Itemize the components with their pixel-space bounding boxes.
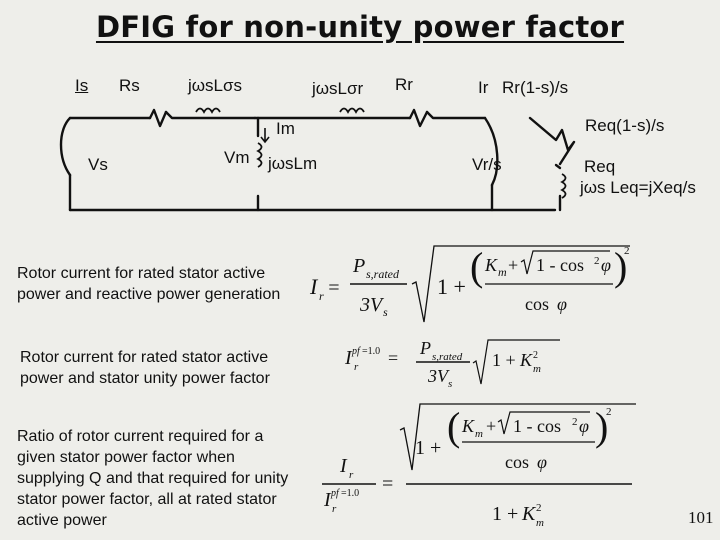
equivalent-reactance-label: jωs Leq=jXeq/s (580, 178, 696, 197)
svg-text:1 +: 1 + (437, 274, 466, 299)
equivalent-inductor (560, 173, 567, 199)
svg-text:r: r (349, 469, 354, 481)
rotor-source-arc (483, 116, 499, 187)
rotor-voltage-label: Vr/s (472, 155, 502, 174)
svg-text:φ: φ (557, 294, 567, 314)
svg-text:s: s (383, 305, 388, 319)
svg-text:K: K (461, 416, 475, 436)
magnetizing-voltage-label: Vm (224, 148, 250, 167)
slide-title: DFIG for non-unity power factor (95, 10, 625, 44)
svg-text:): ) (595, 404, 608, 449)
svg-text:2: 2 (624, 245, 630, 257)
svg-text:P: P (352, 255, 365, 277)
svg-text:2: 2 (536, 502, 542, 514)
stator-leakage-inductor (195, 107, 221, 114)
svg-text:2: 2 (606, 406, 612, 418)
rotor-leakage-inductor (339, 107, 365, 114)
equation-2-description: Rotor current for rated stator active po… (20, 349, 270, 387)
svg-text:2: 2 (572, 416, 578, 428)
rotor-resistance-label: Rr (395, 75, 413, 94)
svg-text:1 +: 1 + (415, 437, 441, 459)
circuit-diagram (59, 107, 576, 212)
svg-text:I: I (339, 455, 348, 477)
equation-1-description: Rotor current for rated stator active po… (17, 265, 281, 303)
svg-text:3V: 3V (427, 366, 450, 386)
svg-text:(: ( (470, 244, 483, 289)
svg-text:2: 2 (594, 255, 600, 267)
svg-text:+: + (486, 416, 496, 436)
svg-text:=: = (388, 348, 398, 368)
svg-text:K: K (521, 503, 537, 525)
equation-3-description: Ratio of rotor current required for a gi… (17, 428, 289, 529)
svg-text:=1.0: =1.0 (341, 488, 359, 499)
svg-text:I: I (323, 489, 332, 511)
equivalent-slip-resistance-label: Req(1-s)/s (585, 116, 665, 135)
top-wire-end (425, 110, 487, 120)
svg-text:I: I (309, 274, 319, 299)
svg-text:pf: pf (351, 346, 361, 357)
svg-text:r: r (332, 503, 337, 515)
im-arrow (260, 128, 270, 144)
equiv-right-wire (554, 163, 562, 170)
svg-text:(: ( (447, 404, 460, 449)
svg-text:m: m (475, 428, 483, 440)
svg-text:1 +: 1 + (492, 350, 516, 370)
svg-text:3V: 3V (359, 294, 385, 316)
stator-voltage-label: Vs (88, 155, 108, 174)
svg-text:m: m (498, 265, 507, 279)
svg-text:): ) (614, 244, 627, 289)
rotor-current-label: Ir (478, 78, 489, 97)
svg-text:1 +: 1 + (492, 503, 518, 525)
svg-text:cos: cos (525, 294, 549, 314)
svg-text:K: K (484, 255, 498, 275)
svg-text:P: P (419, 338, 431, 358)
svg-text:φ: φ (601, 255, 611, 275)
svg-text:1 - cos: 1 - cos (513, 416, 561, 436)
svg-text:=: = (382, 473, 393, 495)
svg-text:s: s (448, 378, 452, 390)
stator-resistance-label: Rs (119, 76, 140, 95)
rotor-slip-resistance-label: Rr(1-s)/s (502, 78, 569, 97)
svg-text:s,rated: s,rated (432, 351, 463, 363)
svg-text:φ: φ (579, 416, 589, 436)
svg-text:K: K (519, 350, 533, 370)
svg-text:φ: φ (537, 452, 547, 472)
top-wire-mid (164, 110, 257, 120)
page-number: 101 (688, 508, 714, 527)
stator-resistor (148, 108, 168, 128)
svg-text:1 - cos: 1 - cos (536, 255, 584, 275)
svg-text:m: m (536, 517, 544, 529)
svg-text:r: r (354, 361, 359, 373)
svg-text:r: r (319, 289, 324, 303)
equivalent-resistance-label: Req (584, 157, 616, 176)
magnetizing-reactance-label: jωsLm (268, 154, 318, 173)
svg-text:cos: cos (505, 452, 529, 472)
svg-text:s,rated: s,rated (366, 267, 400, 281)
equiv-resistor (528, 116, 576, 166)
svg-text:pf: pf (330, 488, 340, 499)
svg-text:+: + (508, 255, 518, 275)
rotor-leakage-label: jωsLσr (312, 79, 364, 98)
stator-current-label: Is (75, 76, 89, 95)
stator-source-arc (59, 116, 72, 177)
svg-text:m: m (533, 363, 541, 375)
stator-leakage-label: jωsLσs (188, 76, 242, 95)
svg-text:=1.0: =1.0 (362, 346, 380, 357)
magnetizing-current-label: Im (276, 119, 295, 138)
rotor-resistor (408, 108, 429, 128)
svg-text:2: 2 (533, 350, 538, 361)
magnetizing-inductor (256, 142, 263, 168)
svg-text:I: I (344, 347, 353, 369)
svg-text:=: = (327, 277, 341, 299)
